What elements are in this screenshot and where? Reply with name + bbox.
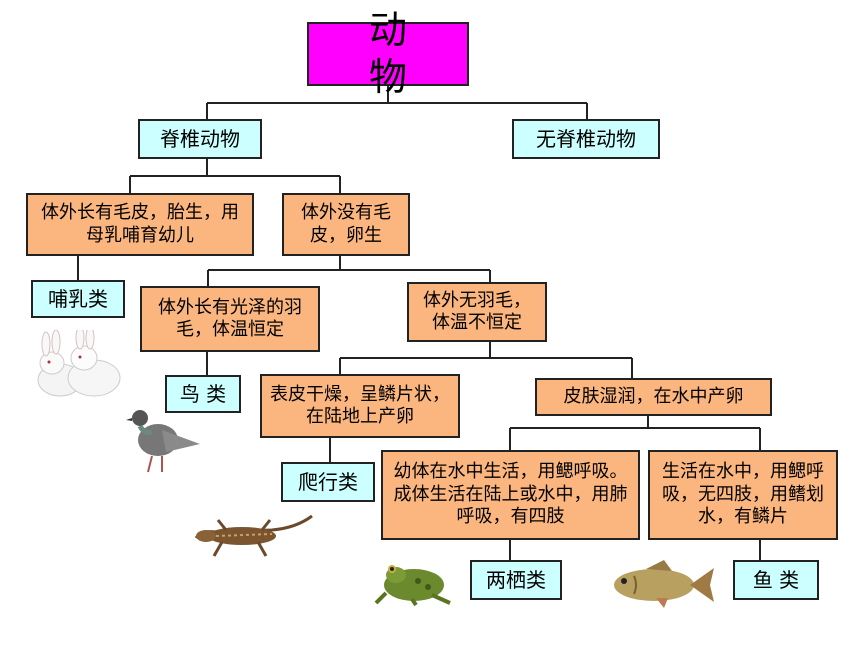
no-feather-trait-node: 体外无羽毛，体温不恒定 <box>407 282 547 342</box>
amphibian-trait-node: 幼体在水中生活，用鳃呼吸。成体生活在陆上或水中，用肺呼吸，有四肢 <box>381 450 640 540</box>
feather-trait-node: 体外长有光泽的羽毛，体温恒定 <box>140 286 320 352</box>
fish-trait-node: 生活在水中，用鳃呼吸，无四肢，用鳍划水，有鳞片 <box>648 450 838 540</box>
lizard-illustration <box>194 514 313 557</box>
vertebrate-node: 脊椎动物 <box>138 119 262 159</box>
mammal-trait-node: 体外长有毛皮，胎生，用母乳哺育幼儿 <box>26 193 254 256</box>
frog-illustration <box>374 565 451 607</box>
fish-illustration <box>614 560 714 608</box>
pigeon-illustration <box>126 410 200 473</box>
fish-label: 鱼 类 <box>733 560 819 600</box>
root-node: 动 物 <box>307 8 469 99</box>
no-fur-trait-node: 体外没有毛皮，卵生 <box>282 193 410 256</box>
reptile-label: 爬行类 <box>281 462 375 502</box>
bird-label: 鸟 类 <box>165 375 241 413</box>
moist-skin-trait-node: 皮肤湿润，在水中产卵 <box>535 378 772 416</box>
invertebrate-node: 无脊椎动物 <box>512 119 660 159</box>
dry-skin-trait-node: 表皮干燥，呈鳞片状，在陆地上产卵 <box>260 374 460 438</box>
mammal-label: 哺乳类 <box>31 280 125 318</box>
amphibian-label: 两栖类 <box>470 560 562 600</box>
rabbit-illustration <box>37 330 121 397</box>
